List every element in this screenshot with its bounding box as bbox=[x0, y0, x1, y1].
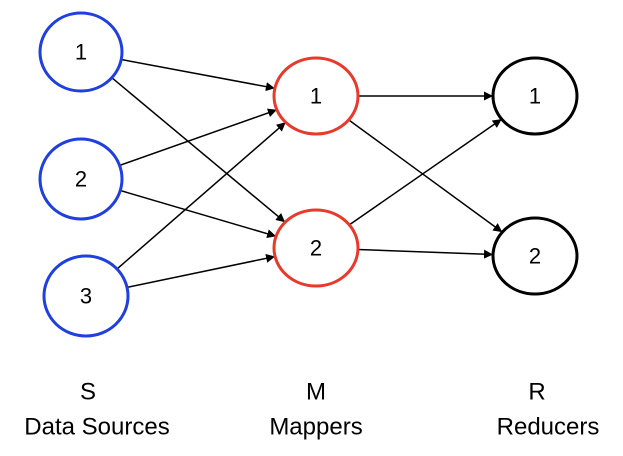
mapper-node-1-circle bbox=[272, 56, 360, 136]
mapper-node-1: 1 bbox=[272, 56, 360, 136]
reducer-node-2-circle bbox=[491, 216, 579, 296]
reducer-node-2-label: 2 bbox=[529, 244, 541, 269]
source-node-1-label: 1 bbox=[75, 40, 87, 65]
source-node-3: 3 bbox=[42, 254, 130, 338]
mappers-column-name: Mappers bbox=[269, 414, 362, 441]
mapper-node-2-circle bbox=[272, 208, 360, 288]
arrow-m1-to-r2 bbox=[348, 119, 503, 233]
source-node-2: 2 bbox=[38, 137, 124, 221]
source-node-3-circle bbox=[42, 254, 130, 338]
mapper-node-2: 2 bbox=[272, 208, 360, 288]
reducer-node-1-label: 1 bbox=[529, 84, 541, 109]
arrow-s3-to-m2 bbox=[126, 253, 276, 289]
reducer-node-1-circle bbox=[491, 56, 579, 136]
mapper-node-1-label: 1 bbox=[310, 84, 322, 109]
source-node-1-circle bbox=[38, 11, 124, 93]
reducers-column-name: Reducers bbox=[497, 414, 600, 441]
mappers-column-letter: M bbox=[306, 379, 326, 406]
source-node-2-circle bbox=[38, 137, 124, 221]
source-node-1: 1 bbox=[38, 11, 124, 93]
mapper-node-2-label: 2 bbox=[310, 236, 322, 261]
reducer-node-1: 1 bbox=[491, 56, 579, 136]
arrow-s2-to-m1 bbox=[119, 108, 278, 167]
reducer-node-2: 2 bbox=[491, 216, 579, 296]
arrow-s1-to-m1 bbox=[121, 58, 276, 92]
arrow-m2-to-r1 bbox=[348, 118, 503, 226]
sources-column-name: Data Sources bbox=[24, 414, 169, 441]
edges-layer bbox=[111, 58, 503, 289]
arrow-m2-to-r2 bbox=[357, 248, 494, 259]
arrow-s2-to-m2 bbox=[120, 189, 277, 239]
reducers-column-letter: R bbox=[528, 379, 545, 406]
arrow-s1-to-m2 bbox=[111, 77, 286, 223]
source-node-3-label: 3 bbox=[80, 284, 92, 309]
arrow-s3-to-m1 bbox=[116, 121, 287, 270]
sources-column-letter: S bbox=[80, 379, 96, 406]
source-node-2-label: 2 bbox=[75, 167, 87, 192]
